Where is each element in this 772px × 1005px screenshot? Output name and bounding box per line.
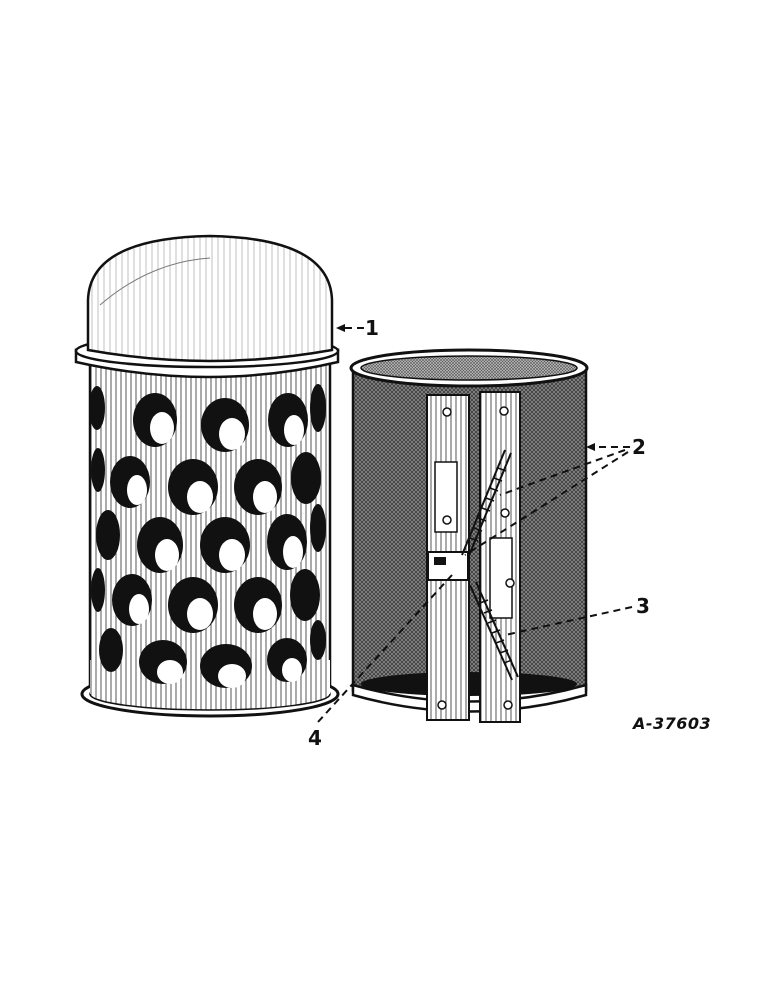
screen-element: [349, 348, 589, 723]
callout-4: 4: [308, 726, 322, 750]
callout-3: 3: [636, 594, 650, 618]
callout-2: 2: [632, 435, 646, 459]
leader-arrowheads: [336, 324, 595, 451]
perforated-shell-with-dome: [74, 234, 340, 718]
figure-identifier: A-37603: [633, 714, 712, 733]
leader-lines: [317, 327, 633, 723]
callout-1: 1: [365, 316, 379, 340]
